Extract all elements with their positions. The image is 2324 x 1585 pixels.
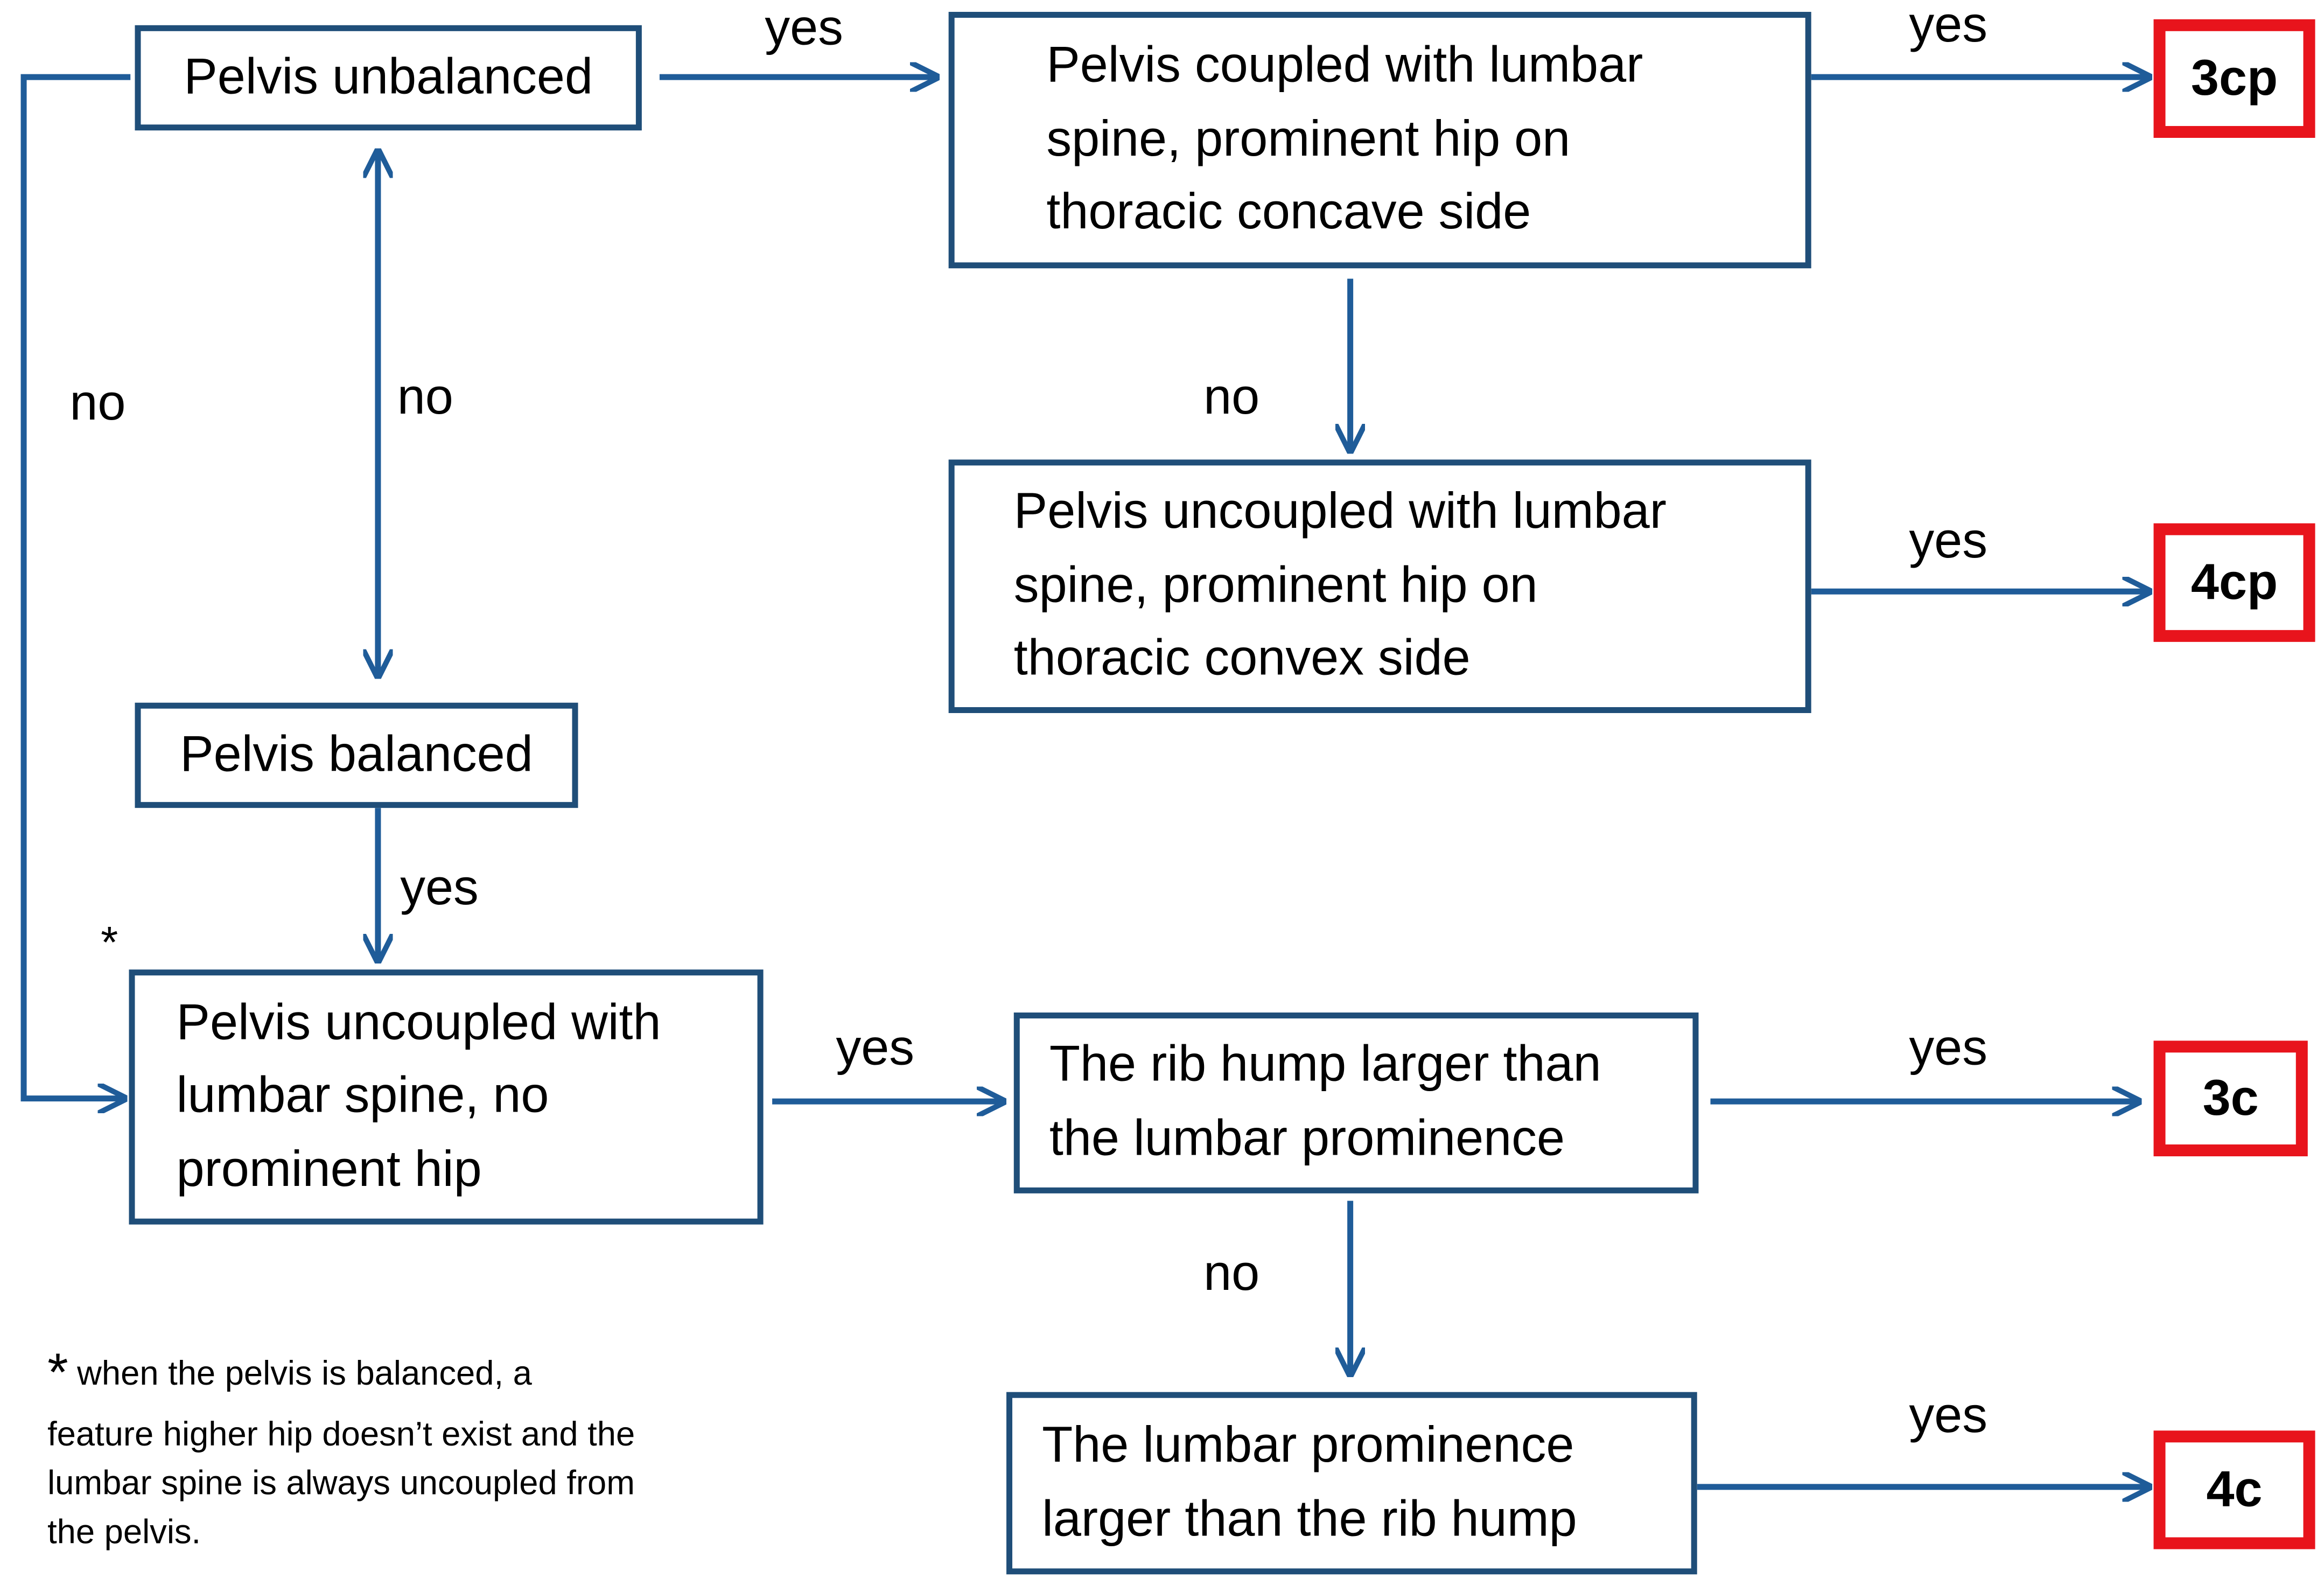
edge-label-no: no — [1203, 369, 1260, 425]
result-3cp: 3cp — [2153, 19, 2315, 138]
node-coupled-concave-text: Pelvis coupled with lumbar spine, promin… — [1046, 37, 1643, 241]
node-pelvis-balanced-text: Pelvis balanced — [180, 725, 533, 783]
edge-label-no: no — [397, 369, 453, 425]
edge-label-yes: yes — [1909, 1020, 1988, 1077]
node-pelvis-balanced: Pelvis balanced — [135, 702, 578, 808]
node-uncoupled-convex-text: Pelvis uncoupled with lumbar spine, prom… — [1013, 483, 1667, 687]
result-4cp: 4cp — [2153, 523, 2315, 642]
footnote: *when the pelvis is balanced, a feature … — [47, 1334, 640, 1556]
node-pelvis-unbalanced: Pelvis unbalanced — [135, 25, 642, 131]
footnote-asterisk: * — [47, 1342, 68, 1402]
arrow-left-loop — [20, 74, 131, 1099]
footnote-marker: * — [101, 919, 118, 968]
edge-label-yes: yes — [765, 0, 844, 57]
edge-label-yes: yes — [400, 860, 479, 917]
edge-label-yes: yes — [836, 1020, 915, 1077]
edge-label-yes: yes — [1909, 513, 1988, 569]
edge-label-yes: yes — [1909, 1387, 1988, 1444]
node-lumbar-larger: The lumbar prominence larger than the ri… — [1006, 1392, 1697, 1575]
edge-label-no: no — [1203, 1245, 1260, 1302]
footnote-text: when the pelvis is balanced, a feature h… — [47, 1353, 635, 1551]
node-pelvis-unbalanced-text: Pelvis unbalanced — [184, 48, 593, 105]
node-uncoupled-no-hip-text: Pelvis uncoupled with lumbar spine, no p… — [176, 994, 661, 1198]
node-rib-hump-larger-text: The rib hump larger than the lumbar prom… — [1049, 1037, 1601, 1167]
edge-label-no: no — [69, 375, 126, 432]
result-4c: 4c — [2153, 1430, 2315, 1549]
node-lumbar-larger-text: The lumbar prominence larger than the ri… — [1042, 1417, 1577, 1547]
node-coupled-concave: Pelvis coupled with lumbar spine, promin… — [948, 12, 1811, 269]
edge-label-yes: yes — [1909, 0, 1988, 54]
node-rib-hump-larger: The rib hump larger than the lumbar prom… — [1013, 1013, 1699, 1193]
node-uncoupled-convex: Pelvis uncoupled with lumbar spine, prom… — [948, 459, 1811, 714]
node-uncoupled-no-hip: Pelvis uncoupled with lumbar spine, no p… — [129, 969, 764, 1225]
result-3c: 3c — [2153, 1041, 2308, 1157]
